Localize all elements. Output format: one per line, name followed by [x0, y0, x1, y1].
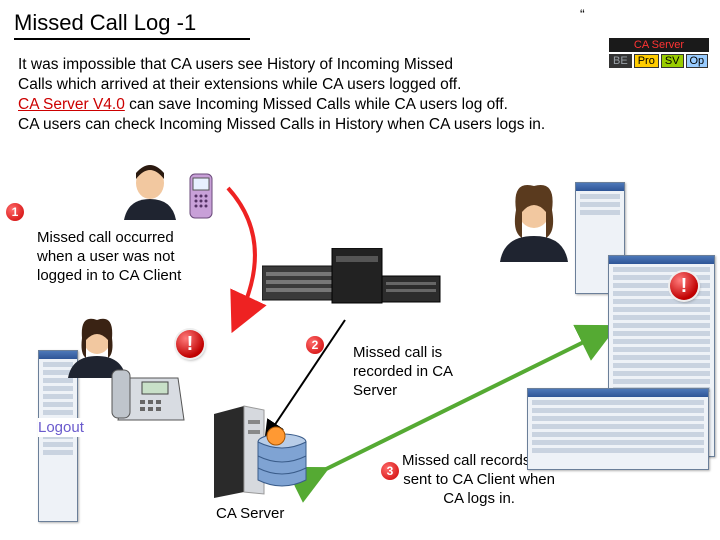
intro-line-3-rest: can save Incoming Missed Calls while CA … [124, 96, 508, 113]
step-2-line-3: Server [353, 382, 398, 399]
page-title: Missed Call Log -1 [14, 10, 197, 35]
step-3-line-3: CA logs in. [443, 490, 515, 507]
step-1-line-1: Missed call occurred [37, 229, 174, 246]
step-2-caption: Missed call is recorded in CA Server [353, 343, 453, 400]
intro-line-4: CA users can check Incoming Missed Calls… [18, 116, 546, 133]
step-1-badge: 1 [6, 203, 24, 221]
step-2-line-1: Missed call is [353, 344, 443, 361]
server-label: CA Server [216, 505, 285, 522]
quote-mark: “ [580, 6, 585, 22]
step-1-line-3: logged in to CA Client [37, 267, 182, 284]
intro-line-3: CA Server V4.0 can save Incoming Missed … [18, 95, 718, 115]
alert-icon-left: ! [176, 330, 204, 358]
mobile-phone-icon [186, 170, 216, 225]
intro-text: It was impossible that CA users see Hist… [18, 55, 718, 135]
title-underline [14, 38, 250, 40]
step-3-line-1: Missed call records are [402, 452, 557, 469]
pbx-icon [261, 247, 442, 323]
edition-badge: CA Server BE Pro SV Op [609, 38, 709, 68]
step-3-line-2: sent to CA Client when [403, 471, 555, 488]
tag-pro: Pro [633, 54, 659, 68]
history-window [527, 388, 709, 470]
tag-op: Op [685, 54, 709, 68]
step-1-line-2: when a user was not [37, 248, 175, 265]
intro-line-1: It was impossible that CA users see Hist… [18, 56, 454, 73]
alert-icon-right: ! [670, 272, 698, 300]
person-desk-icon [62, 318, 132, 378]
step-2-line-2: recorded in CA [353, 363, 454, 380]
badge-title: CA Server [609, 38, 709, 52]
person-top-icon [120, 165, 180, 220]
ca-server-link[interactable]: CA Server V4.0 [18, 96, 125, 113]
server-icon [204, 400, 309, 505]
step-1-caption: Missed call occurred when a user was not… [37, 228, 181, 285]
badge-tags: BE Pro SV Op [609, 54, 709, 68]
database-icon [257, 433, 307, 487]
desk-phone-icon [108, 360, 188, 435]
green-arrow [285, 324, 618, 503]
step-2-badge: 2 [306, 336, 324, 354]
red-arrow [226, 186, 267, 334]
intro-line-2: Calls which arrived at their extensions … [18, 76, 462, 93]
step-3-caption: Missed call records are sent to CA Clien… [402, 451, 556, 508]
tag-be: BE [609, 54, 632, 68]
logout-label: Logout [38, 418, 84, 437]
step-3-badge: 3 [381, 462, 399, 480]
tag-sv: SV [660, 54, 684, 68]
person-right-icon [494, 182, 574, 262]
